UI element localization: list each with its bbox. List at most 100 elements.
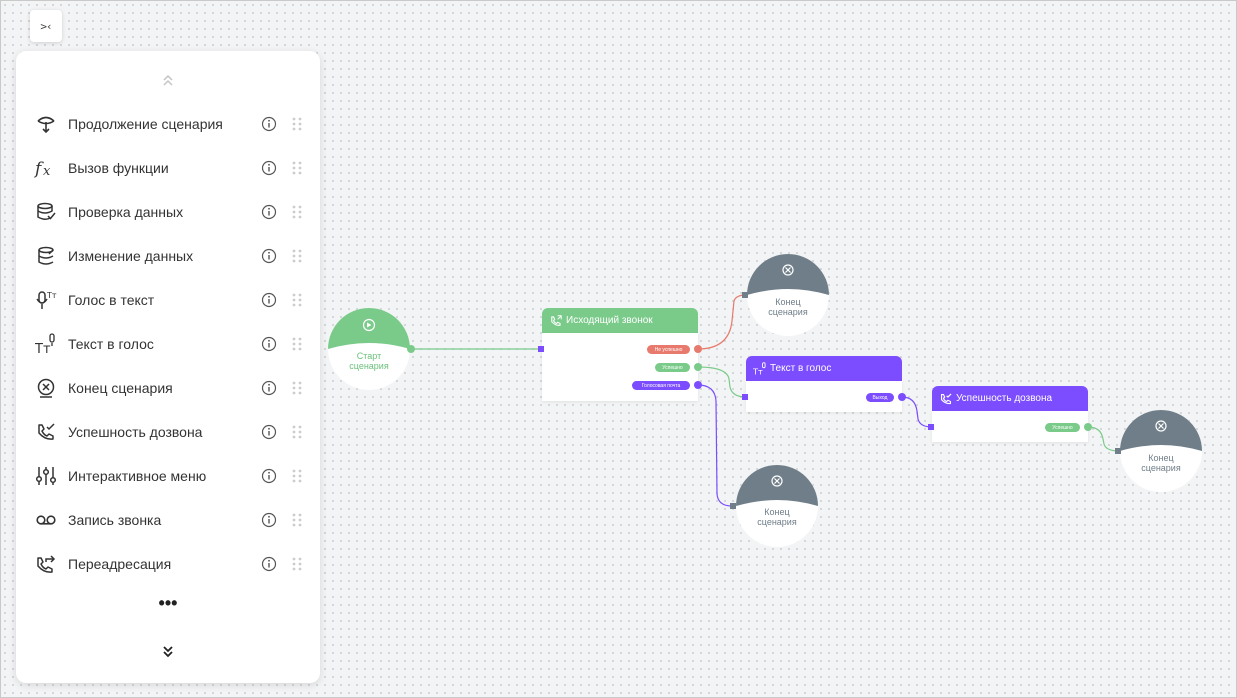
edge-callsuccess-to-end <box>1087 426 1120 452</box>
start-node-output-port[interactable] <box>407 345 415 353</box>
end-node-label-line1: Конец <box>764 507 790 517</box>
drag-handle-icon[interactable] <box>290 511 304 529</box>
palette-item-label: Проверка данных <box>68 204 184 220</box>
palette-item-label: Успешность дозвона <box>68 424 203 440</box>
call-success-icon <box>940 393 952 405</box>
end-node-bottom-input-port[interactable] <box>730 503 736 509</box>
info-icon[interactable] <box>260 379 278 397</box>
palette-item-label: Запись звонка <box>68 512 162 528</box>
output-fail-pill: Не успешно <box>647 345 690 354</box>
info-icon[interactable] <box>260 335 278 353</box>
palette-item-speech-to-text[interactable]: Tт Голос в текст <box>32 282 312 318</box>
drag-handle-icon[interactable] <box>290 379 304 397</box>
svg-text:x: x <box>43 164 51 179</box>
drag-handle-icon[interactable] <box>290 247 304 265</box>
output-fail-port[interactable] <box>694 345 702 353</box>
drag-handle-icon[interactable] <box>290 335 304 353</box>
start-node-label: Старт сценария <box>327 351 411 371</box>
palette-item-call-recording[interactable]: Запись звонка <box>32 502 312 538</box>
end-node-label-line2: сценария <box>1141 463 1181 473</box>
end-node-label-line2: сценария <box>757 517 797 527</box>
end-node-right[interactable] <box>1119 409 1203 493</box>
end-node-label-line1: Конец <box>1148 453 1174 463</box>
end-node-top[interactable] <box>746 253 830 337</box>
output-success-port[interactable] <box>694 363 702 371</box>
interactive-menu-icon <box>32 462 60 490</box>
info-icon[interactable] <box>260 115 278 133</box>
palette-item-label: Текст в голос <box>68 336 154 352</box>
svg-text:Tт: Tт <box>753 367 763 376</box>
end-node-right-label: Конец сценария <box>1119 453 1203 473</box>
output-voicemail-port[interactable] <box>694 381 702 389</box>
start-node[interactable] <box>327 307 411 391</box>
output-success-pill: Успешно <box>655 363 690 372</box>
call-success-node-header[interactable]: Успешность дозвона <box>932 386 1088 411</box>
database-edit-icon <box>32 242 60 270</box>
tts-output-port[interactable] <box>898 393 906 401</box>
drag-handle-icon[interactable] <box>290 203 304 221</box>
tts-node-header[interactable]: Tт Текст в голос <box>746 356 902 381</box>
call-success-node-title: Успешность дозвона <box>956 393 1053 404</box>
info-icon[interactable] <box>260 203 278 221</box>
start-node-label-line2: сценария <box>349 361 389 371</box>
drag-handle-icon[interactable] <box>290 555 304 573</box>
more-items-button[interactable]: ••• <box>158 593 178 613</box>
palette-item-data-change[interactable]: Изменение данных <box>32 238 312 274</box>
tts-input-port[interactable] <box>742 394 748 400</box>
palette-item-call-forward[interactable]: Переадресация <box>32 546 312 582</box>
palette-item-label: Продолжение сценария <box>68 116 223 132</box>
info-icon[interactable] <box>260 423 278 441</box>
outgoing-call-input-port[interactable] <box>538 346 544 352</box>
palette-item-continue-scenario[interactable]: Продолжение сценария <box>32 106 312 142</box>
database-check-icon <box>32 198 60 226</box>
speech-to-text-icon: Tт <box>32 286 60 314</box>
info-icon[interactable] <box>260 291 278 309</box>
text-to-speech-icon: Tт <box>32 330 60 358</box>
svg-text:Tт: Tт <box>46 291 57 300</box>
info-icon[interactable] <box>260 159 278 177</box>
outgoing-call-node-title: Исходящий звонок <box>566 315 653 326</box>
end-node-right-input-port[interactable] <box>1115 448 1121 454</box>
palette-item-label: Конец сценария <box>68 380 173 396</box>
edge-fail-to-end <box>697 294 747 350</box>
edge-voicemail-to-end <box>697 384 733 507</box>
palette-item-call-success[interactable]: Успешность дозвона <box>32 414 312 450</box>
palette-item-interactive-menu[interactable]: Интерактивное меню <box>32 458 312 494</box>
svg-text:f: f <box>34 159 44 179</box>
continue-scenario-icon <box>32 110 60 138</box>
tts-output-pill: Выход <box>866 393 894 402</box>
end-node-label-line2: сценария <box>768 307 808 317</box>
call-success-input-port[interactable] <box>928 424 934 430</box>
edge-success-to-tts <box>697 366 747 398</box>
palette-item-label: Голос в текст <box>68 292 155 308</box>
drag-handle-icon[interactable] <box>290 467 304 485</box>
info-icon[interactable] <box>260 555 278 573</box>
voicemail-icon <box>32 506 60 534</box>
palette-item-end-scenario[interactable]: Конец сценария <box>32 370 312 406</box>
palette-item-text-to-speech[interactable]: Tт Текст в голос <box>32 326 312 362</box>
scroll-up-icon[interactable] <box>158 71 178 91</box>
info-icon[interactable] <box>260 247 278 265</box>
drag-handle-icon[interactable] <box>290 423 304 441</box>
start-node-label-line1: Старт <box>356 351 382 361</box>
tts-node-title: Текст в голос <box>770 363 832 374</box>
drag-handle-icon[interactable] <box>290 115 304 133</box>
info-icon[interactable] <box>260 511 278 529</box>
collapse-panel-button[interactable]: >‹ <box>30 10 62 42</box>
scroll-down-icon[interactable] <box>158 641 178 661</box>
end-node-top-input-port[interactable] <box>742 292 748 298</box>
drag-handle-icon[interactable] <box>290 291 304 309</box>
drag-handle-icon[interactable] <box>290 159 304 177</box>
palette-item-data-check[interactable]: Проверка данных <box>32 194 312 230</box>
end-node-bottom[interactable] <box>735 464 819 548</box>
end-scenario-icon <box>32 374 60 402</box>
outgoing-call-node-header[interactable]: Исходящий звонок <box>542 308 698 333</box>
info-icon[interactable] <box>260 467 278 485</box>
call-forward-icon <box>32 550 60 578</box>
call-success-output-port[interactable] <box>1084 423 1092 431</box>
